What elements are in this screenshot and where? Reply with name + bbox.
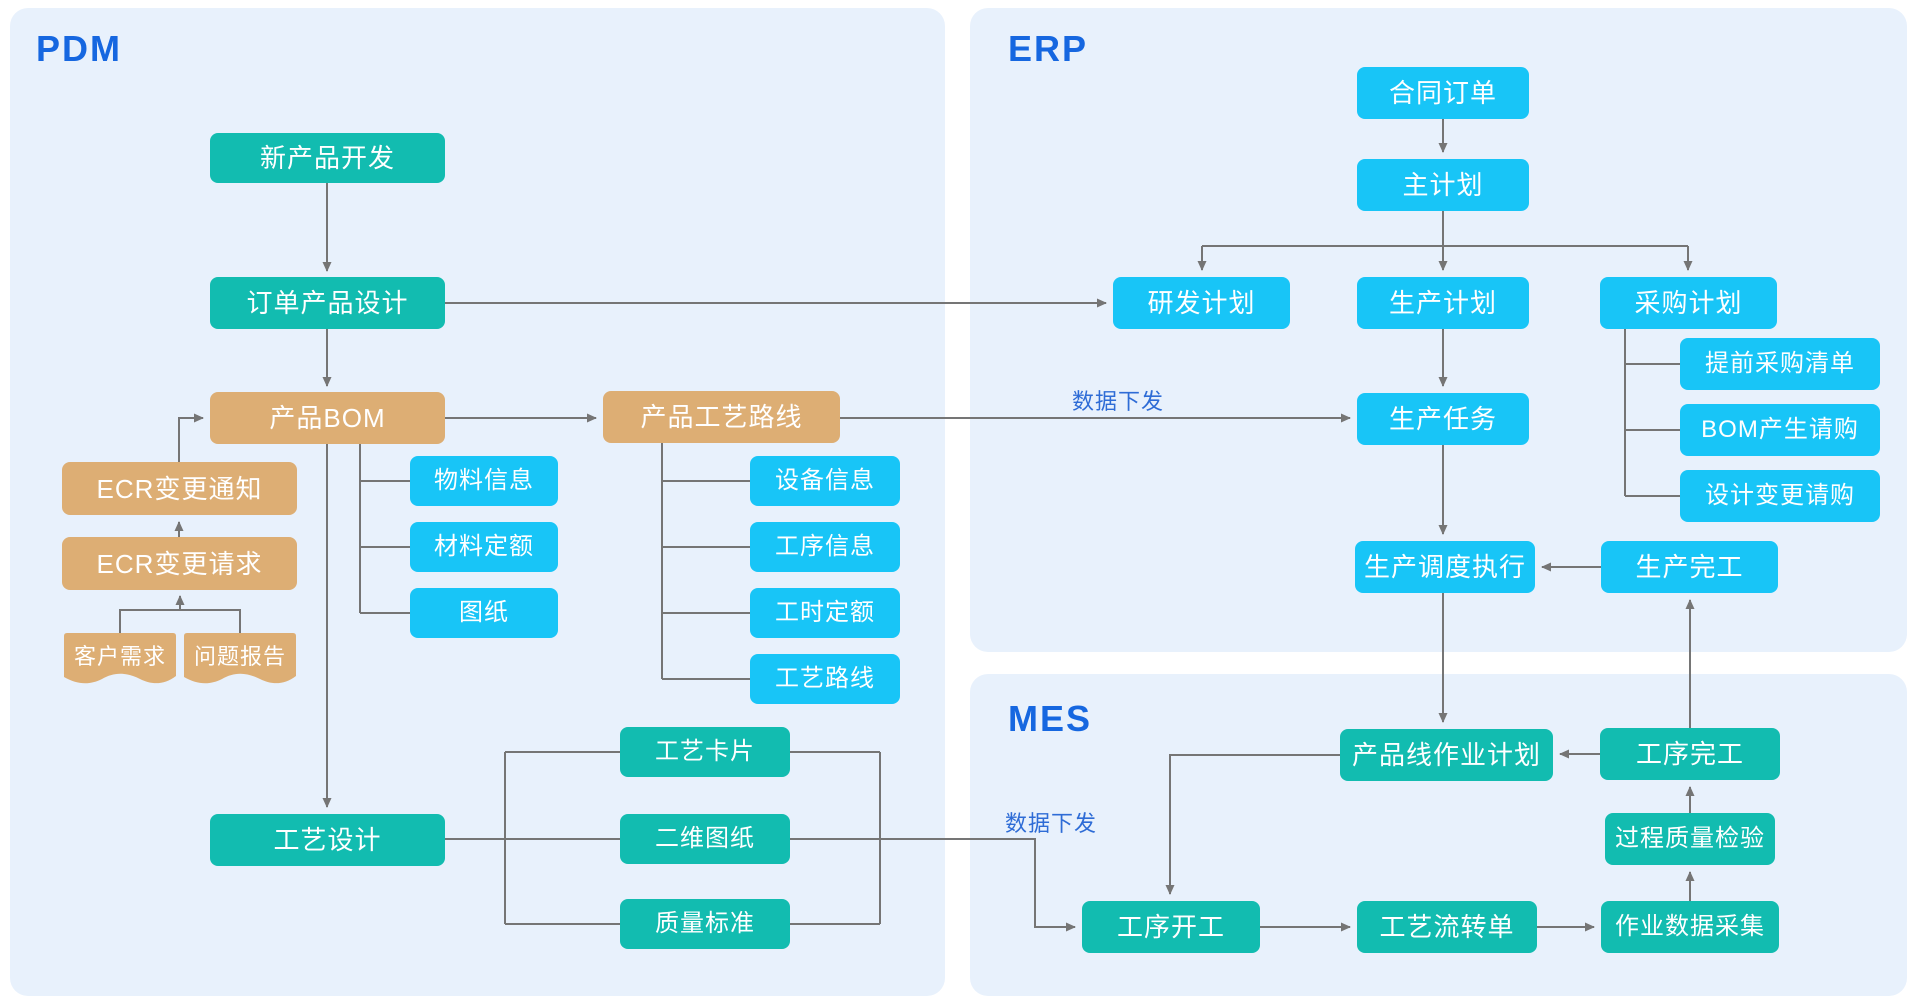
node-ecr-change-notice: ECR变更通知	[62, 462, 297, 515]
node-process-design: 工艺设计	[210, 814, 445, 866]
node-two-d-drawing: 二维图纸	[620, 814, 790, 864]
node-customer-demand: 客户需求	[64, 633, 176, 688]
pdm-panel-label: PDM	[36, 28, 122, 69]
node-process-info: 工序信息	[750, 522, 900, 572]
node-bom-purchase-request: BOM产生请购	[1680, 404, 1880, 456]
node-production-task: 生产任务	[1357, 393, 1529, 445]
node-process-card: 工艺卡片	[620, 727, 790, 777]
node-process-route: 工艺路线	[750, 654, 900, 704]
node-purchase-plan: 采购计划	[1600, 277, 1777, 329]
node-product-bom: 产品BOM	[210, 392, 445, 444]
node-contract-order: 合同订单	[1357, 67, 1529, 119]
node-drawing: 图纸	[410, 588, 558, 638]
node-material-info: 物料信息	[410, 456, 558, 506]
node-process-start: 工序开工	[1082, 901, 1260, 953]
node-ecr-change-request: ECR变更请求	[62, 537, 297, 590]
node-production-complete: 生产完工	[1601, 541, 1778, 593]
node-material-quota: 材料定额	[410, 522, 558, 572]
erp-panel-label: ERP	[1008, 28, 1089, 69]
mes-data-down-label: 数据下发	[1005, 811, 1098, 836]
node-process-flow-sheet: 工艺流转单	[1357, 901, 1537, 953]
node-process-complete: 工序完工	[1600, 728, 1780, 780]
node-production-dispatch: 生产调度执行	[1355, 541, 1535, 593]
node-order-product-design: 订单产品设计	[210, 277, 445, 329]
node-problem-report-label: 问题报告	[193, 643, 286, 669]
mes-panel-label: MES	[1008, 698, 1093, 739]
node-rd-plan: 研发计划	[1113, 277, 1290, 329]
node-production-plan: 生产计划	[1357, 277, 1529, 329]
node-work-hour-quota: 工时定额	[750, 588, 900, 638]
document-shape-icon	[64, 633, 176, 684]
erp-data-down-label: 数据下发	[1072, 389, 1165, 414]
node-product-process-route: 产品工艺路线	[603, 391, 840, 443]
node-equipment-info: 设备信息	[750, 456, 900, 506]
node-design-change-request: 设计变更请购	[1680, 470, 1880, 522]
node-process-quality-check: 过程质量检验	[1605, 813, 1775, 865]
node-problem-report: 问题报告	[184, 633, 296, 688]
node-new-product-dev: 新产品开发	[210, 133, 445, 183]
document-shape-icon	[184, 633, 296, 684]
node-work-data-collect: 作业数据采集	[1601, 901, 1779, 953]
node-line-work-plan: 产品线作业计划	[1340, 729, 1553, 781]
node-advance-purchase-list: 提前采购清单	[1680, 338, 1880, 390]
node-customer-demand-label: 客户需求	[73, 643, 166, 669]
node-master-plan: 主计划	[1357, 159, 1529, 211]
node-quality-standard: 质量标准	[620, 899, 790, 949]
